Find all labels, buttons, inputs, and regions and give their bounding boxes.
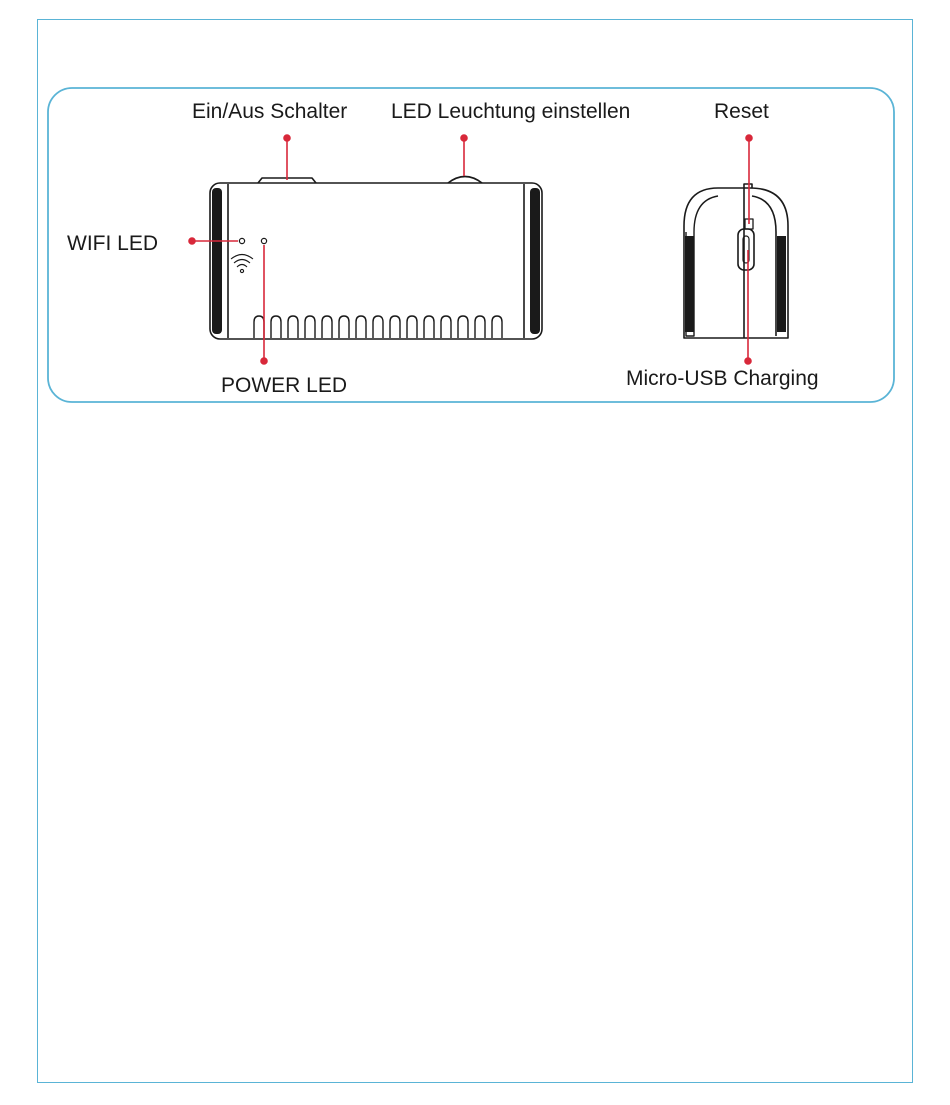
label-power-switch: Ein/Aus Schalter bbox=[192, 100, 347, 123]
label-power-led: POWER LED bbox=[221, 374, 347, 397]
power-led-dot bbox=[261, 238, 266, 243]
led-adjust-dome bbox=[448, 177, 482, 184]
label-led-adjust: LED Leuchtung einstellen bbox=[391, 100, 630, 123]
label-usb-charging: Micro-USB Charging bbox=[626, 367, 819, 390]
wifi-led-dot bbox=[239, 238, 244, 243]
vent-slots bbox=[254, 316, 502, 338]
device-side-view bbox=[684, 184, 788, 338]
callouts bbox=[189, 135, 752, 364]
wifi-icon bbox=[231, 255, 253, 273]
usb-port-shape bbox=[738, 229, 754, 270]
diagram-panel bbox=[48, 88, 894, 402]
device-front-view bbox=[210, 177, 542, 340]
label-wifi-led: WIFI LED bbox=[67, 232, 158, 255]
label-reset: Reset bbox=[714, 100, 769, 123]
